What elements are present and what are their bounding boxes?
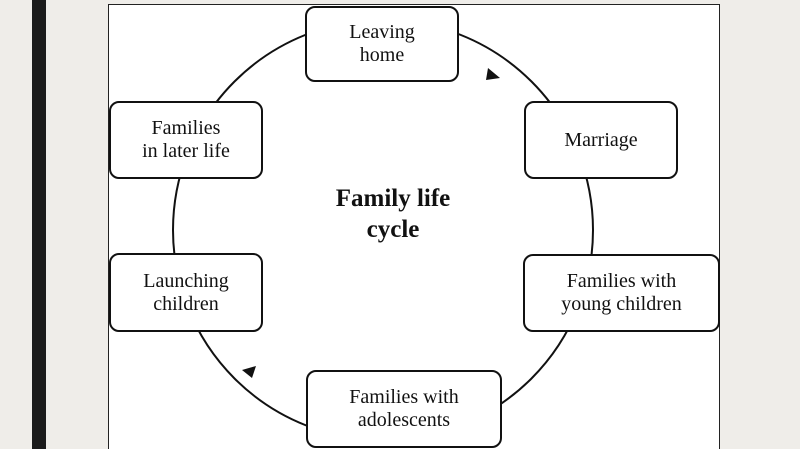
stage-families-with-young-children: Families with young children [523,254,720,332]
stage-marriage: Marriage [524,101,678,179]
stage-launching-children: Launching children [109,253,263,332]
stage-leaving-home: Leaving home [305,6,459,82]
left-decorative-bar [32,0,46,449]
cycle-arrow-top-right [486,68,500,80]
cycle-arrow-bottom-left [242,366,256,378]
stage-families-in-later-life: Families in later life [109,101,263,179]
stage-families-with-adolescents: Families with adolescents [306,370,502,448]
diagram-title: Family life cycle [335,185,451,243]
